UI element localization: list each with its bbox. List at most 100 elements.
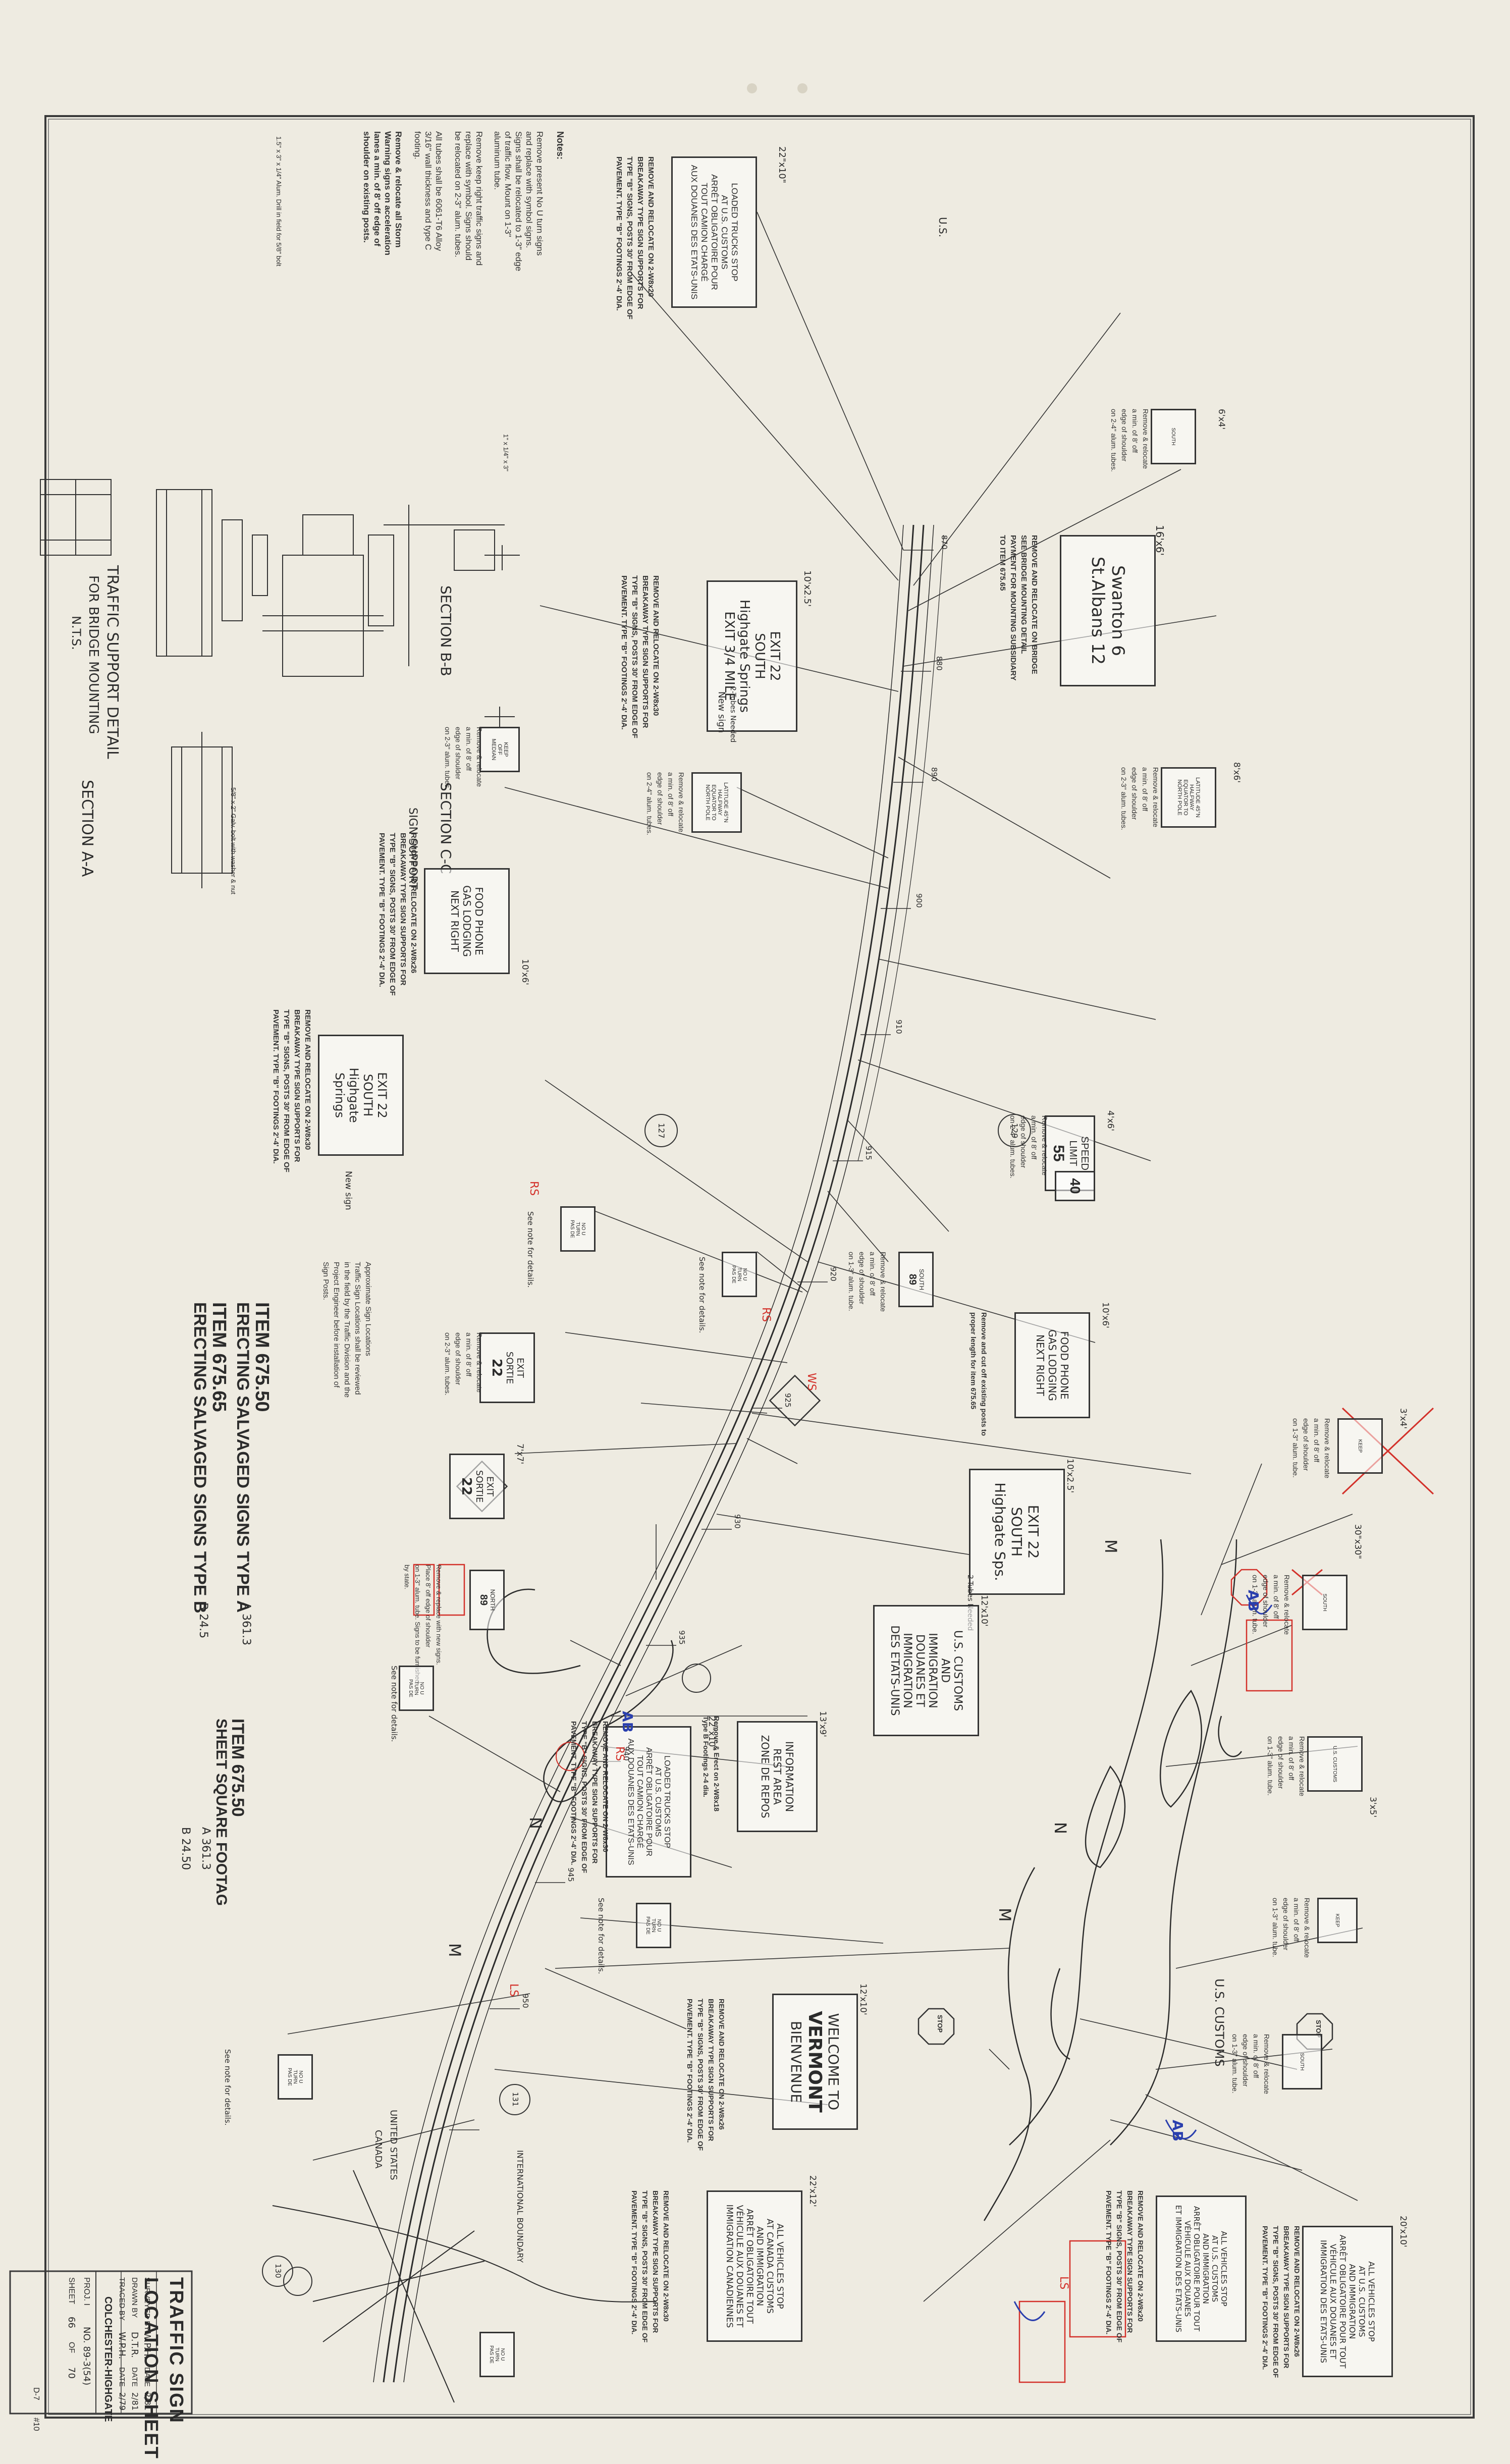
sign-line: FOOD PHONE xyxy=(473,887,485,955)
remark-breakaway-8: REMOVE AND RELOCATE ON 2-W8x26 BREAKAWAY… xyxy=(1261,2226,1301,2378)
sign-line: HALFWAY xyxy=(717,789,723,816)
station-label: 935 xyxy=(677,1630,686,1645)
sign-size-label: 8'x6' xyxy=(1231,762,1242,783)
sheet-of-label: OF xyxy=(67,2342,76,2353)
sign-line: NEXT RIGHT xyxy=(449,890,461,952)
stop-signs xyxy=(918,1569,1333,2050)
sign-speed-40: 40 xyxy=(1055,1171,1095,1201)
station-label: 915 xyxy=(864,1146,873,1160)
drawn-by-initials: D.T.R. xyxy=(129,2332,140,2358)
remark-relocate-r3: Remove & relocate a min. of 8' off edge … xyxy=(1266,1736,1306,1797)
section-bb-label: SECTION B-B xyxy=(438,585,454,676)
sign-no-u-turn-5: NO U TURN PAS DE xyxy=(479,2332,515,2377)
sign-line: Highgate Sps. xyxy=(992,1482,1009,1581)
sign-line: ALL VEHICLES STOP xyxy=(775,2223,785,2309)
n-marker: N xyxy=(526,1817,545,1829)
sign-line: SOUTH xyxy=(918,1269,926,1290)
sign-line: ARRÊT OBLIGATOIRE POUR TOUT xyxy=(1192,2206,1201,2332)
ab-annotation: AB xyxy=(1245,1590,1262,1612)
sign-line: DOUANES ET IMMIGRATION xyxy=(901,1633,926,1708)
traced-by-initials: W.P.H. xyxy=(117,2332,127,2360)
sign-line: BIENVENUE xyxy=(788,2020,805,2103)
sign-line: TURN xyxy=(494,2347,500,2362)
sign-line: ARRÊT OBLIGATOIRE POUR xyxy=(644,1747,653,1857)
sign-i89-south: SOUTH 89 xyxy=(898,1252,934,1307)
sign-line: VERMONT xyxy=(804,2011,826,2113)
sign-line: 89 xyxy=(478,1594,490,1606)
item-675-50-title: ITEM 675.50 xyxy=(251,1302,273,1412)
sign-size-label: 4'x6' xyxy=(1105,1110,1115,1132)
remark-relocate-r5: Remove & relocate a min. of 8' off edge … xyxy=(1231,2034,1271,2095)
sign-latitude-45: LATITUDE 45°N HALFWAY EQUATOR TO NORTH P… xyxy=(1161,767,1216,828)
sign-line: LOADED TRUCKS STOP xyxy=(663,1755,671,1848)
sign-line: ARRÊT OBLIGATOIRE TOUT xyxy=(744,2208,754,2324)
sign-line: NO U xyxy=(742,1268,748,1281)
sign-line: ALL VEHICLES STOP xyxy=(1367,2261,1376,2342)
sign-line: NO U xyxy=(419,1682,425,1695)
sign-line: NO U xyxy=(500,2348,506,2361)
interchange-ramps xyxy=(487,1588,674,1802)
rs-annotation: RS xyxy=(613,1746,626,1761)
notes-header: Notes: xyxy=(555,131,565,160)
us-customs-label: U.S. CUSTOMS xyxy=(1212,1978,1226,2067)
sign-line: NORTH xyxy=(489,1589,497,1611)
ls-annotation: LS xyxy=(1057,2276,1070,2290)
sign-size-label: 16'x6' xyxy=(1154,525,1166,556)
m-marker: M xyxy=(445,1943,464,1957)
note-3: All tubes shall be 6061-T6 Alloy 3/16" w… xyxy=(413,131,444,251)
sign-line: ALL VEHICLES STOP xyxy=(1219,2231,1228,2307)
sign-line: TURN xyxy=(651,1918,657,1933)
station-ticks xyxy=(449,550,934,2130)
sign-small-right-5: SOUTH xyxy=(1282,2034,1322,2090)
bridge-mounting-detail xyxy=(40,479,520,888)
united-states-label: UNITED STATES xyxy=(388,2110,399,2180)
sign-line: KEEP xyxy=(503,742,509,757)
remark-relocate-exit: Remove & relocate a min. of 8' off edge … xyxy=(444,1332,483,1396)
sign-line: KEEP xyxy=(1334,1913,1340,1927)
remark-breakaway-7: REMOVE AND RELOCATE ON 2-W8x30 BREAKAWAY… xyxy=(630,2190,670,2343)
sign-welcome-to-vermont: WELCOME TO VERMONT BIENVENUE xyxy=(772,1994,858,2130)
remark-breakaway-4: REMOVE AND RELOCATE ON 2-W8x30 BREAKAWAY… xyxy=(272,1009,312,1172)
proj-label: PROJ. I xyxy=(82,2277,91,2306)
sign-line: GAS LODGING xyxy=(1046,1329,1058,1401)
remark-new-sign: New sign xyxy=(716,691,727,733)
remark-relocate: Remove & relocate a min. of 8' off edge … xyxy=(1110,409,1150,472)
sign-line: NORTH POLE xyxy=(705,784,711,821)
remark-relocate-3: Remove & relocate a min. of 8' off edge … xyxy=(645,772,685,835)
sign-line: REST AREA xyxy=(771,1748,783,1805)
sign-line: Highgate Springs xyxy=(737,599,752,713)
detail-dim-1: 1.5" x 3" x 1/4" Alum. Drill in field fo… xyxy=(275,136,283,266)
for-bridge-mounting-label: FOR BRIDGE MOUNTING xyxy=(86,575,101,734)
sign-line: AT U.S. CUSTOMS xyxy=(1210,2235,1219,2302)
traffic-support-detail-label: TRAFFIC SUPPORT DETAIL xyxy=(103,565,121,759)
drawn-by-label: DRAWN BY xyxy=(130,2277,139,2318)
sign-line: SOUTH xyxy=(361,1074,375,1117)
sign-line: LIMIT xyxy=(1067,1140,1078,1166)
square-footage-desc: SHEET SQUARE FOOTAG xyxy=(213,1719,230,1906)
sign-line: SOUTH xyxy=(1170,427,1176,446)
route-131-label: 131 xyxy=(511,2092,520,2107)
remark-breakaway-9: REMOVE AND RELOCATE ON 2-W8x20 BREAKAWAY… xyxy=(1105,2190,1145,2343)
remark-breakaway-2: REMOVE AND RELOCATE ON 2-W8x30 BREAKAWAY… xyxy=(620,575,660,738)
sign-line: LATITUDE 45°N xyxy=(723,782,729,823)
sign-line: NEXT RIGHT xyxy=(1034,1334,1046,1397)
remark-relocate-r4: Remove & relocate a min. of 8' off edge … xyxy=(1271,1898,1311,1958)
remark-relocate-89: Remove & relocate a min. of 8' off edge … xyxy=(847,1252,887,1312)
square-footage-title: ITEM 675.50 xyxy=(228,1719,247,1817)
station-label: 930 xyxy=(733,1514,742,1529)
sign-north-89: NORTH 89 xyxy=(469,1570,505,1630)
note-2: Remove keep right traffic signs and repl… xyxy=(453,131,484,266)
surveyed-by-label: SURVEYED BY xyxy=(143,2277,151,2331)
sign-line: U.S. CUSTOMS xyxy=(1332,1745,1338,1783)
sign-size-label: 22'x12' xyxy=(807,2175,818,2207)
sign-line: PAS DE xyxy=(731,1265,737,1283)
remark-relocate-2: Remove & relocate a min. of 8' off edge … xyxy=(1120,767,1160,830)
sign-no-u-turn: NO U TURN PAS DE xyxy=(560,1206,596,1252)
remark-breakaway-6: REMOVE AND RELOCATE ON 2-W8x26 BREAKAWAY… xyxy=(686,1999,726,2151)
station-label: 920 xyxy=(829,1267,838,1281)
remark-see-note-3: See note for details. xyxy=(597,1898,606,1974)
ls-annotation: LS xyxy=(507,1984,520,1997)
sign-line: NORTH POLE xyxy=(1176,779,1182,816)
sign-line: AND IMMIGRATION xyxy=(1347,2264,1357,2339)
sign-size-label: 22"x10" xyxy=(707,1716,717,1751)
